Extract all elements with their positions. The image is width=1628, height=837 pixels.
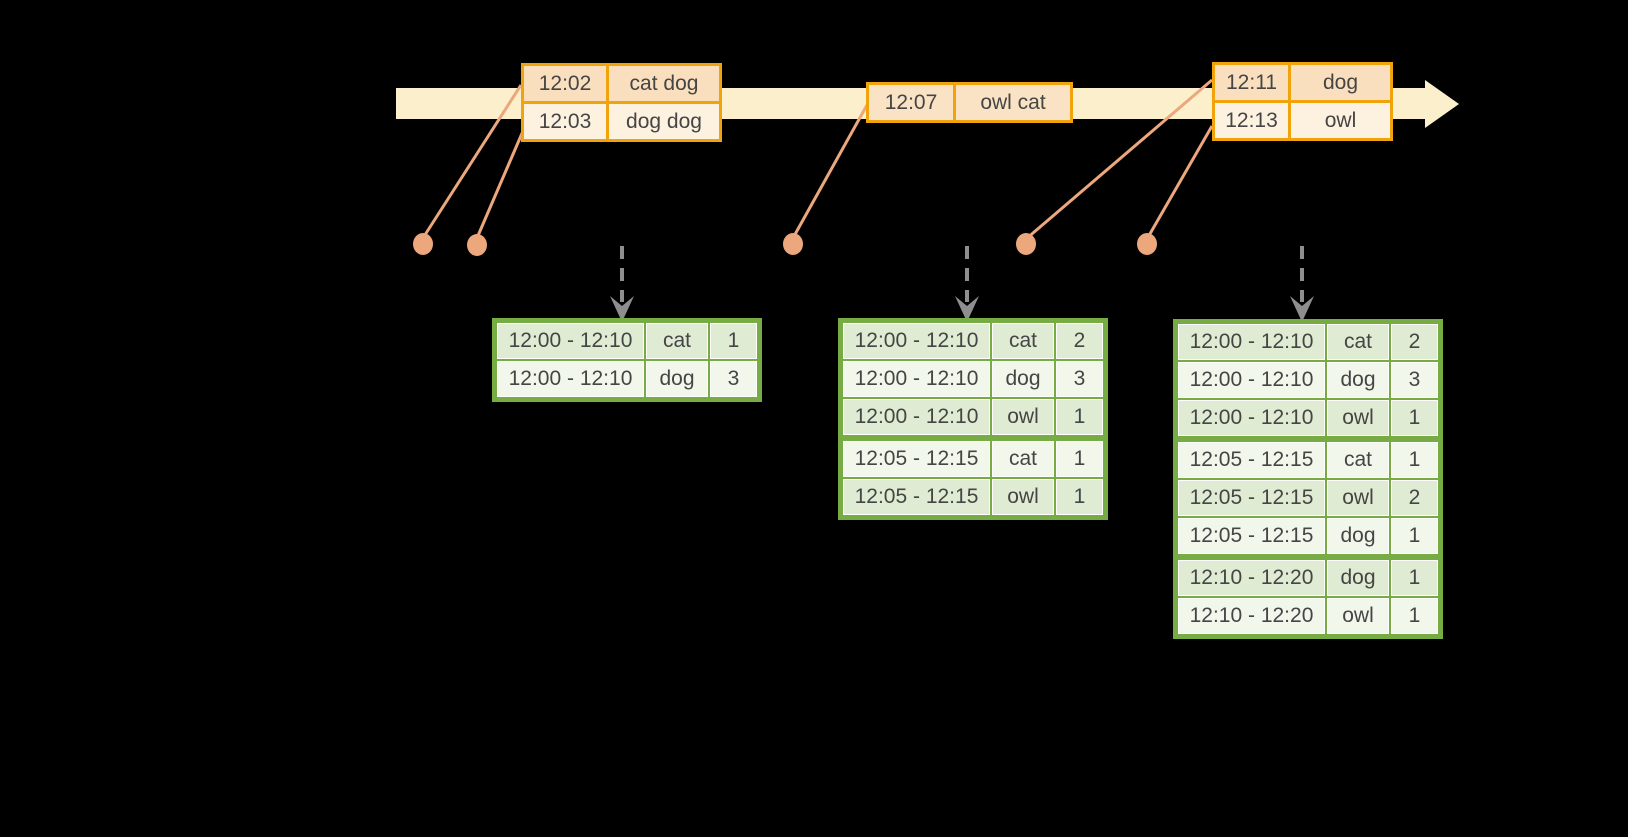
count-cell: 2 — [1056, 323, 1103, 359]
result-row: 12:00 - 12:10 dog 3 — [843, 361, 1103, 397]
word-cell: owl — [1327, 400, 1389, 436]
window-cell: 12:00 - 12:10 — [1178, 400, 1325, 436]
timeline-arrowhead-icon — [1425, 80, 1459, 128]
event-words-cell: dog dog — [606, 101, 722, 142]
event-row: 12:07 owl cat — [866, 82, 1073, 123]
event-table-1: 12:02 cat dog 12:03 dog dog — [521, 63, 722, 142]
event-time-cell: 12:07 — [866, 82, 956, 123]
event-words-cell: cat dog — [606, 63, 722, 104]
event-row: 12:13 owl — [1212, 100, 1393, 141]
event-row: 12:11 dog — [1212, 62, 1393, 103]
event-time-cell: 12:03 — [521, 101, 609, 142]
result-row: 12:00 - 12:10 cat 2 — [1178, 324, 1438, 360]
word-cell: dog — [1327, 362, 1389, 398]
word-cell: cat — [1327, 324, 1389, 360]
result-row: 12:00 - 12:10 dog 3 — [1178, 362, 1438, 398]
word-cell: owl — [992, 399, 1054, 435]
word-cell: dog — [1327, 560, 1389, 596]
window-cell: 12:05 - 12:15 — [1178, 480, 1325, 516]
word-cell: dog — [992, 361, 1054, 397]
window-cell: 12:00 - 12:10 — [497, 361, 644, 397]
window-cell: 12:05 - 12:15 — [843, 441, 990, 477]
word-cell: cat — [992, 323, 1054, 359]
result-table-1: 12:00 - 12:10 cat 1 12:00 - 12:10 dog 3 — [492, 318, 762, 402]
count-cell: 2 — [1391, 480, 1438, 516]
window-cell: 12:00 - 12:10 — [843, 399, 990, 435]
result-row: 12:05 - 12:15 owl 1 — [843, 479, 1103, 515]
count-cell: 1 — [1391, 442, 1438, 478]
result-row: 12:05 - 12:15 dog 1 — [1178, 518, 1438, 554]
event-dot — [1137, 233, 1157, 255]
count-cell: 1 — [1056, 479, 1103, 515]
word-cell: owl — [1327, 598, 1389, 634]
count-cell: 1 — [1391, 518, 1438, 554]
event-row: 12:03 dog dog — [521, 101, 722, 142]
result-row: 12:00 - 12:10 dog 3 — [497, 361, 757, 397]
word-cell: cat — [992, 441, 1054, 477]
window-cell: 12:00 - 12:10 — [843, 361, 990, 397]
event-dot — [467, 234, 487, 256]
word-cell: owl — [1327, 480, 1389, 516]
result-row: 12:05 - 12:15 cat 1 — [1178, 442, 1438, 478]
connector-line — [791, 104, 869, 239]
window-cell: 12:00 - 12:10 — [1178, 362, 1325, 398]
event-dot — [783, 233, 803, 255]
event-time-cell: 12:13 — [1212, 100, 1291, 141]
event-words-cell: dog — [1288, 62, 1393, 103]
count-cell: 1 — [1391, 598, 1438, 634]
count-cell: 3 — [710, 361, 757, 397]
window-cell: 12:10 - 12:20 — [1178, 598, 1325, 634]
count-cell: 3 — [1391, 362, 1438, 398]
window-cell: 12:00 - 12:10 — [497, 323, 644, 359]
window-cell: 12:05 - 12:15 — [843, 479, 990, 515]
window-cell: 12:00 - 12:10 — [843, 323, 990, 359]
event-table-2: 12:07 owl cat — [866, 82, 1073, 123]
count-cell: 1 — [710, 323, 757, 359]
count-cell: 1 — [1056, 441, 1103, 477]
result-row: 12:00 - 12:10 cat 2 — [843, 323, 1103, 359]
window-cell: 12:05 - 12:15 — [1178, 442, 1325, 478]
count-cell: 2 — [1391, 324, 1438, 360]
connector-line — [475, 130, 525, 239]
event-row: 12:02 cat dog — [521, 63, 722, 104]
window-cell: 12:10 - 12:20 — [1178, 560, 1325, 596]
event-table-3: 12:11 dog 12:13 owl — [1212, 62, 1393, 141]
result-row: 12:05 - 12:15 owl 2 — [1178, 480, 1438, 516]
event-words-cell: owl — [1288, 100, 1393, 141]
result-row: 12:10 - 12:20 dog 1 — [1178, 560, 1438, 596]
event-time-cell: 12:11 — [1212, 62, 1291, 103]
word-cell: dog — [1327, 518, 1389, 554]
count-cell: 1 — [1056, 399, 1103, 435]
event-words-cell: owl cat — [953, 82, 1073, 123]
count-cell: 3 — [1056, 361, 1103, 397]
word-cell: owl — [992, 479, 1054, 515]
word-cell: cat — [1327, 442, 1389, 478]
count-cell: 1 — [1391, 560, 1438, 596]
result-row: 12:00 - 12:10 owl 1 — [843, 399, 1103, 435]
window-cell: 12:05 - 12:15 — [1178, 518, 1325, 554]
result-row: 12:00 - 12:10 cat 1 — [497, 323, 757, 359]
event-time-cell: 12:02 — [521, 63, 609, 104]
result-table-2: 12:00 - 12:10 cat 2 12:00 - 12:10 dog 3 … — [838, 318, 1108, 520]
result-row: 12:00 - 12:10 owl 1 — [1178, 400, 1438, 436]
count-cell: 1 — [1391, 400, 1438, 436]
event-dot — [1016, 233, 1036, 255]
result-row: 12:10 - 12:20 owl 1 — [1178, 598, 1438, 634]
result-table-3: 12:00 - 12:10 cat 2 12:00 - 12:10 dog 3 … — [1173, 319, 1443, 639]
word-cell: cat — [646, 323, 708, 359]
window-cell: 12:00 - 12:10 — [1178, 324, 1325, 360]
word-cell: dog — [646, 361, 708, 397]
event-dot — [413, 233, 433, 255]
connector-line — [1145, 125, 1214, 240]
result-row: 12:05 - 12:15 cat 1 — [843, 441, 1103, 477]
